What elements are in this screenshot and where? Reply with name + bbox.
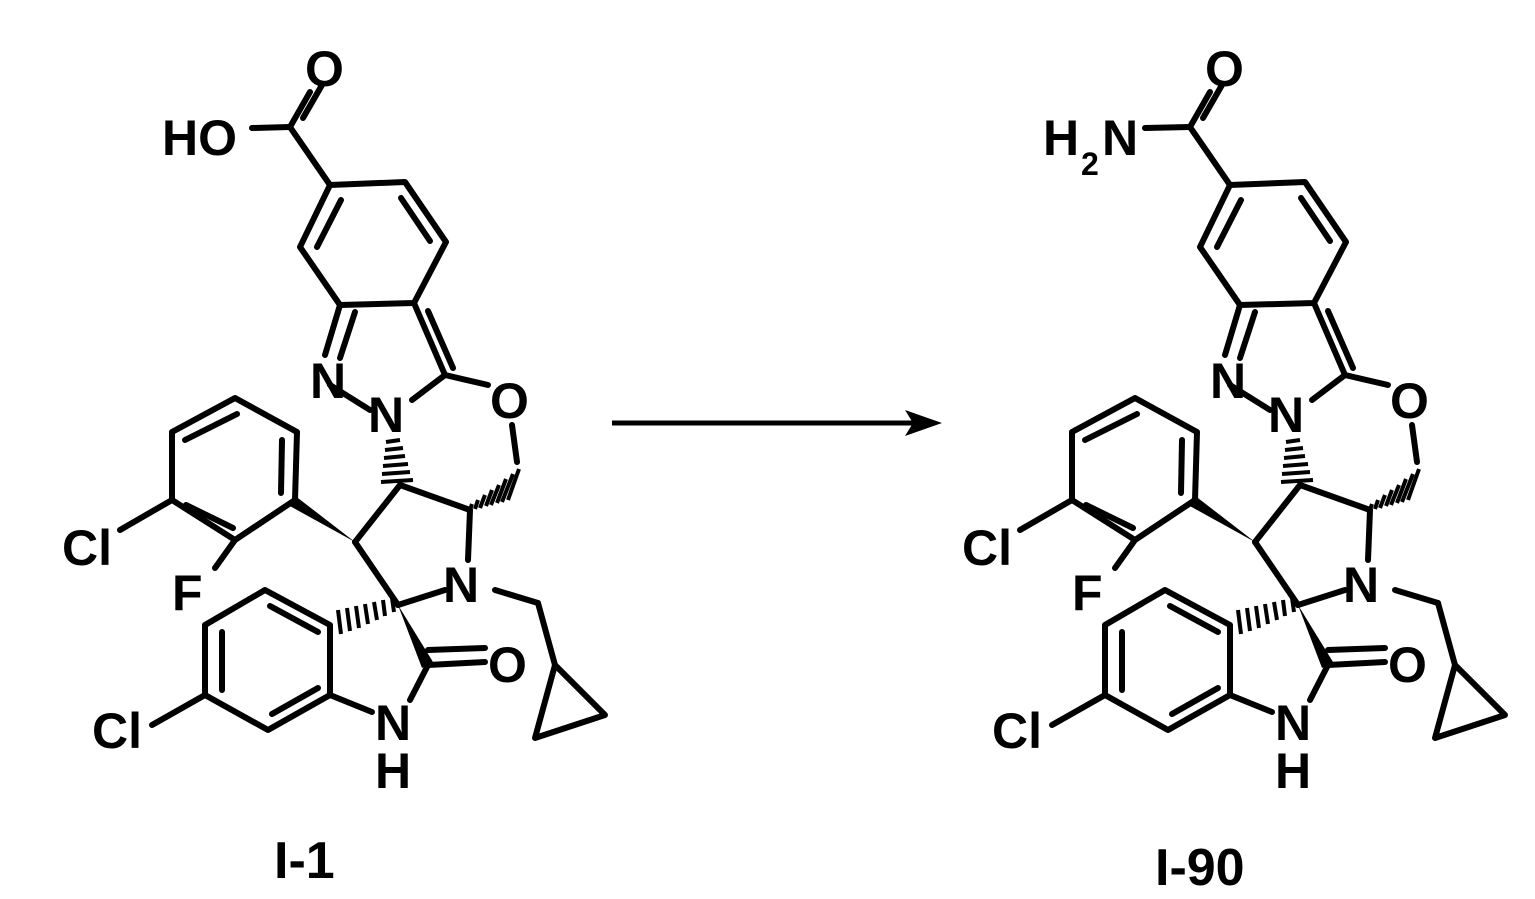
lactam-oxygen-label: O [488,637,527,693]
ring-oxygen-label: O [1390,373,1429,429]
amide-h-subscript-label: 2 [1081,146,1099,182]
hash-bond-left-3 [338,598,394,634]
lactam-oxygen-label: O [1388,637,1427,693]
amide-h-label: H [1043,110,1079,166]
molecule-i-1: O HO N N O Cl F N O Cl N H I-1 [62,41,605,890]
hash-bond-right-1 [1370,469,1419,510]
molecule-i-90: O H 2 N N N O Cl F N O Cl N H I-90 [962,41,1505,897]
fluorine-label: F [1072,565,1103,621]
fluorine-label: F [172,565,203,621]
hash-bond-left-2 [381,440,413,482]
pyrazole-n1-label: N [310,353,346,409]
lactam-nh-h-label: H [1275,743,1311,799]
amide-n-label: N [1102,110,1138,166]
reaction-arrow [612,410,942,436]
ring-oxygen-label: O [490,373,529,429]
hash-bond-left-1 [470,469,519,510]
pyrrolidine-nitrogen-label: N [1343,557,1379,613]
pyrazole-n2-label: N [368,387,404,443]
hash-bond-right-2 [1281,440,1313,482]
compound-label-i-90: I-90 [1155,839,1245,897]
pyrazole-n1-label: N [1210,353,1246,409]
indole-chlorine-label: Cl [92,703,142,759]
pyrrolidine-nitrogen-label: N [443,557,479,613]
hash-bond-right-3 [1238,598,1294,634]
hydroxyl-label: HO [162,110,237,166]
lactam-nh-h-label: H [375,743,411,799]
carbonyl-oxygen-label: O [305,41,344,97]
carbonyl-oxygen-label: O [1205,41,1244,97]
pyrazole-n2-label: N [1268,387,1304,443]
aryl-chlorine-label: Cl [62,520,112,576]
indole-chlorine-label: Cl [992,703,1042,759]
aryl-chlorine-label: Cl [962,520,1012,576]
compound-label-i-1: I-1 [274,832,335,890]
